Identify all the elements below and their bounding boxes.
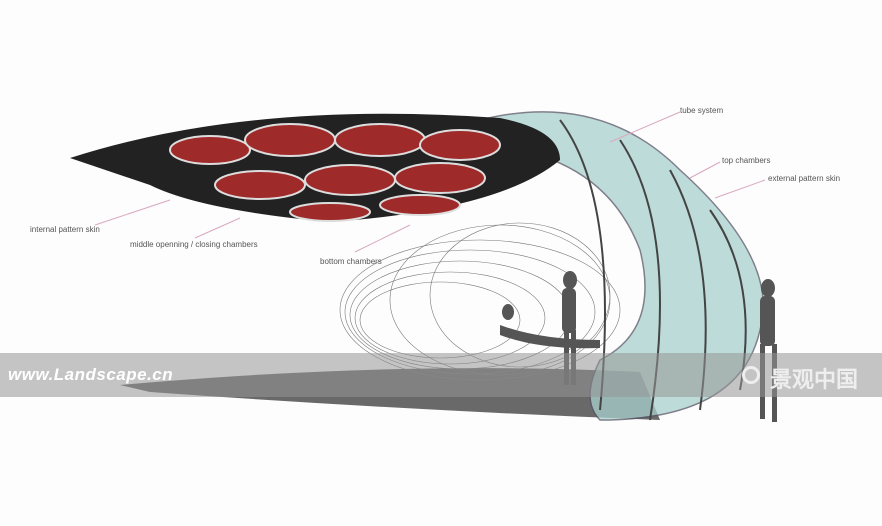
label-internal-pattern-skin: internal pattern skin — [30, 225, 100, 234]
red-chambers — [169, 123, 501, 222]
label-bottom-chambers: bottom chambers — [320, 257, 382, 266]
glass-tube — [478, 111, 764, 421]
leader-lines — [94, 111, 766, 253]
watermark-logo: 景观中国 — [770, 367, 859, 392]
watermark-band — [0, 353, 882, 397]
label-middle-chambers: middle openning / closing chambers — [130, 240, 258, 249]
watermark-url: www.Landscape.cn — [8, 365, 174, 384]
label-tube-system: tube system — [680, 106, 724, 115]
watermark-logo-icon — [742, 366, 760, 384]
label-external-pattern-skin: external pattern skin — [768, 174, 841, 183]
label-top-chambers: top chambers — [722, 156, 771, 165]
